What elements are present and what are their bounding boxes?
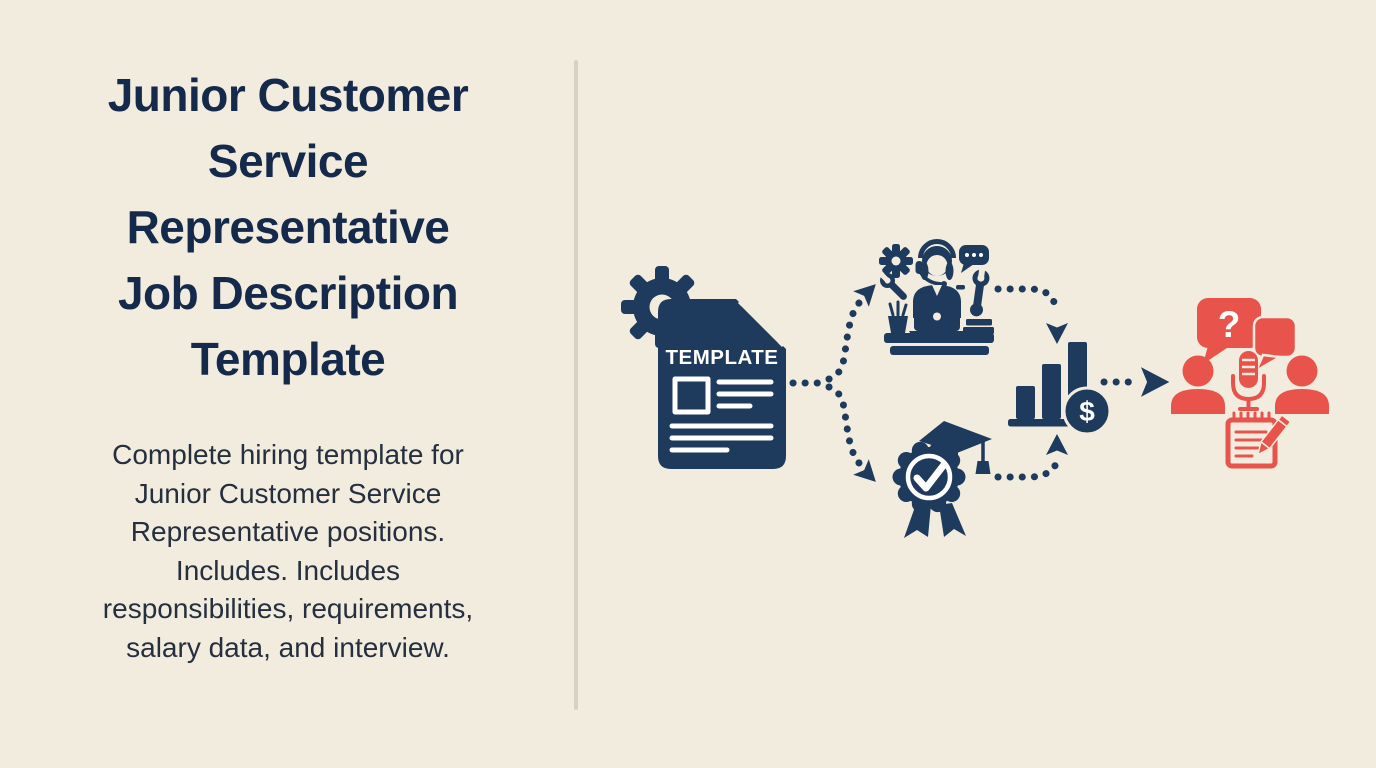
tassel (975, 461, 991, 474)
arrowhead-into-chart-top-icon (1046, 323, 1068, 344)
chart-bar-medium (1042, 364, 1061, 419)
desk-front (890, 346, 989, 355)
question-mark: ? (1218, 304, 1241, 345)
ribbon-right (939, 503, 966, 537)
subtitle-line: responsibilities, requirements, (102, 593, 474, 624)
wrench-left-icon (878, 271, 907, 300)
headset-mic-boom (919, 271, 945, 286)
connector-agent-to-chart (994, 285, 1060, 315)
ribbon-left (904, 504, 931, 538)
document-image-placeholder (672, 376, 711, 415)
title-line: Junior Customer (107, 69, 469, 121)
arrowhead-right-icon (1141, 367, 1170, 397)
subtitle-line: Includes. Includes (175, 554, 401, 586)
subtitle-line: Complete hiring template for (112, 439, 464, 470)
subtitle-line: salary data, and interview. (126, 631, 450, 663)
books-stack-icon (963, 319, 994, 334)
left-text-panel: Junior Customer Service Representative J… (33, 0, 543, 667)
connector-branch-up (825, 299, 863, 383)
graduation-badge-icon (892, 421, 992, 538)
connector-branch-down (825, 383, 863, 467)
rosette-check-icon (892, 441, 966, 513)
wrench-right-icon (969, 266, 990, 317)
dollar-badge-icon: $ (1062, 386, 1112, 436)
chart-bar-short (1016, 386, 1035, 419)
subtitle-line: Junior Customer Service (134, 477, 442, 509)
interview-discussion-icon: ? (1171, 298, 1329, 469)
hiring-flow-diagram: TEMPLATE (621, 239, 1329, 538)
pencil-icon (1256, 414, 1291, 457)
laptop-icon (909, 302, 965, 338)
subtitle-line: Representative positions. (130, 516, 446, 547)
check-mark (913, 462, 947, 492)
connector-badge-to-chart (994, 459, 1060, 481)
mini-gear-icon (879, 244, 913, 278)
reply-bubble-icon (1252, 315, 1298, 375)
dollar-symbol: $ (1079, 396, 1095, 427)
title-line: Job Description (117, 267, 459, 319)
headset-earcup (915, 261, 923, 274)
template-document-icon: TEMPLATE (621, 266, 786, 469)
salary-bar-chart-icon: $ (1008, 342, 1112, 436)
person-right-icon (1275, 355, 1329, 414)
dotted-connectors (789, 285, 1140, 481)
document-fold (741, 306, 778, 343)
support-agent-desk-icon (878, 239, 994, 355)
title-line: Representative (126, 201, 450, 253)
dash-icon (956, 285, 965, 290)
chat-bubble-icon (959, 245, 989, 273)
pencil-cup-icon (888, 300, 908, 333)
question-bubble-icon: ? (1197, 298, 1261, 364)
template-label: TEMPLATE (666, 346, 779, 369)
page-title: Junior Customer Service Representative J… (33, 62, 543, 392)
arrowhead-into-chart-bottom-icon (1046, 434, 1068, 455)
notepad-icon (1225, 411, 1291, 469)
person-left-icon (1171, 355, 1225, 414)
vertical-divider (574, 60, 578, 710)
page-subtitle: Complete hiring template for Junior Cust… (33, 436, 543, 667)
title-line: Template (190, 333, 386, 385)
title-line: Service (207, 135, 369, 187)
microphone-icon (1231, 351, 1266, 411)
desk-top (884, 333, 994, 343)
